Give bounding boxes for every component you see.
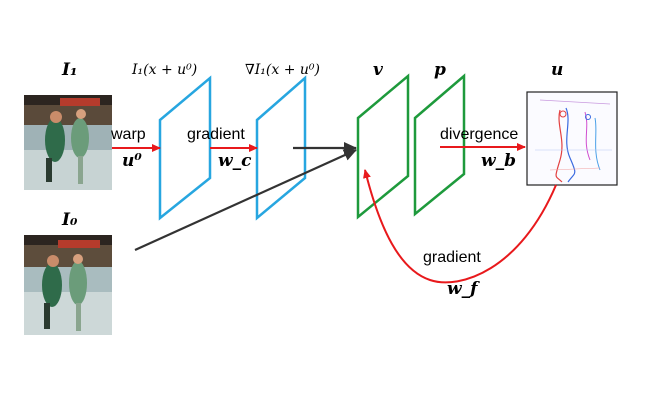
label-divergence: divergence bbox=[440, 126, 519, 143]
label-gradient: gradient bbox=[187, 126, 245, 143]
label-divergence-sub: w_b bbox=[481, 151, 517, 171]
label-I1: I₁ bbox=[62, 60, 78, 80]
label-gradient-sub: w_c bbox=[218, 151, 252, 171]
image-I0-thumbnail bbox=[24, 235, 112, 335]
v-frame bbox=[356, 73, 410, 220]
label-gradient-expr: ∇I₁(x + u⁰) bbox=[245, 62, 320, 78]
I0-to-v-arrow bbox=[134, 148, 357, 252]
label-gradient-feedback: gradient bbox=[423, 249, 481, 266]
label-warp: warp bbox=[111, 126, 146, 143]
label-warped-expr: I₁(x + u⁰) bbox=[132, 62, 198, 78]
label-v: v bbox=[373, 60, 383, 80]
flow-field-u-image bbox=[526, 91, 618, 186]
warped-image-frame bbox=[158, 75, 212, 221]
p-frame bbox=[413, 73, 466, 217]
label-warp-sub: u⁰ bbox=[122, 151, 142, 171]
label-p: p bbox=[434, 60, 446, 80]
feedback-gradient-arrow bbox=[363, 169, 557, 284]
label-I0: I₀ bbox=[62, 210, 78, 230]
image-I1-thumbnail bbox=[24, 95, 112, 190]
label-gradient-feedback-sub: w_f bbox=[447, 279, 478, 299]
label-u: u bbox=[551, 60, 564, 80]
gradient-image-frame bbox=[255, 75, 307, 221]
